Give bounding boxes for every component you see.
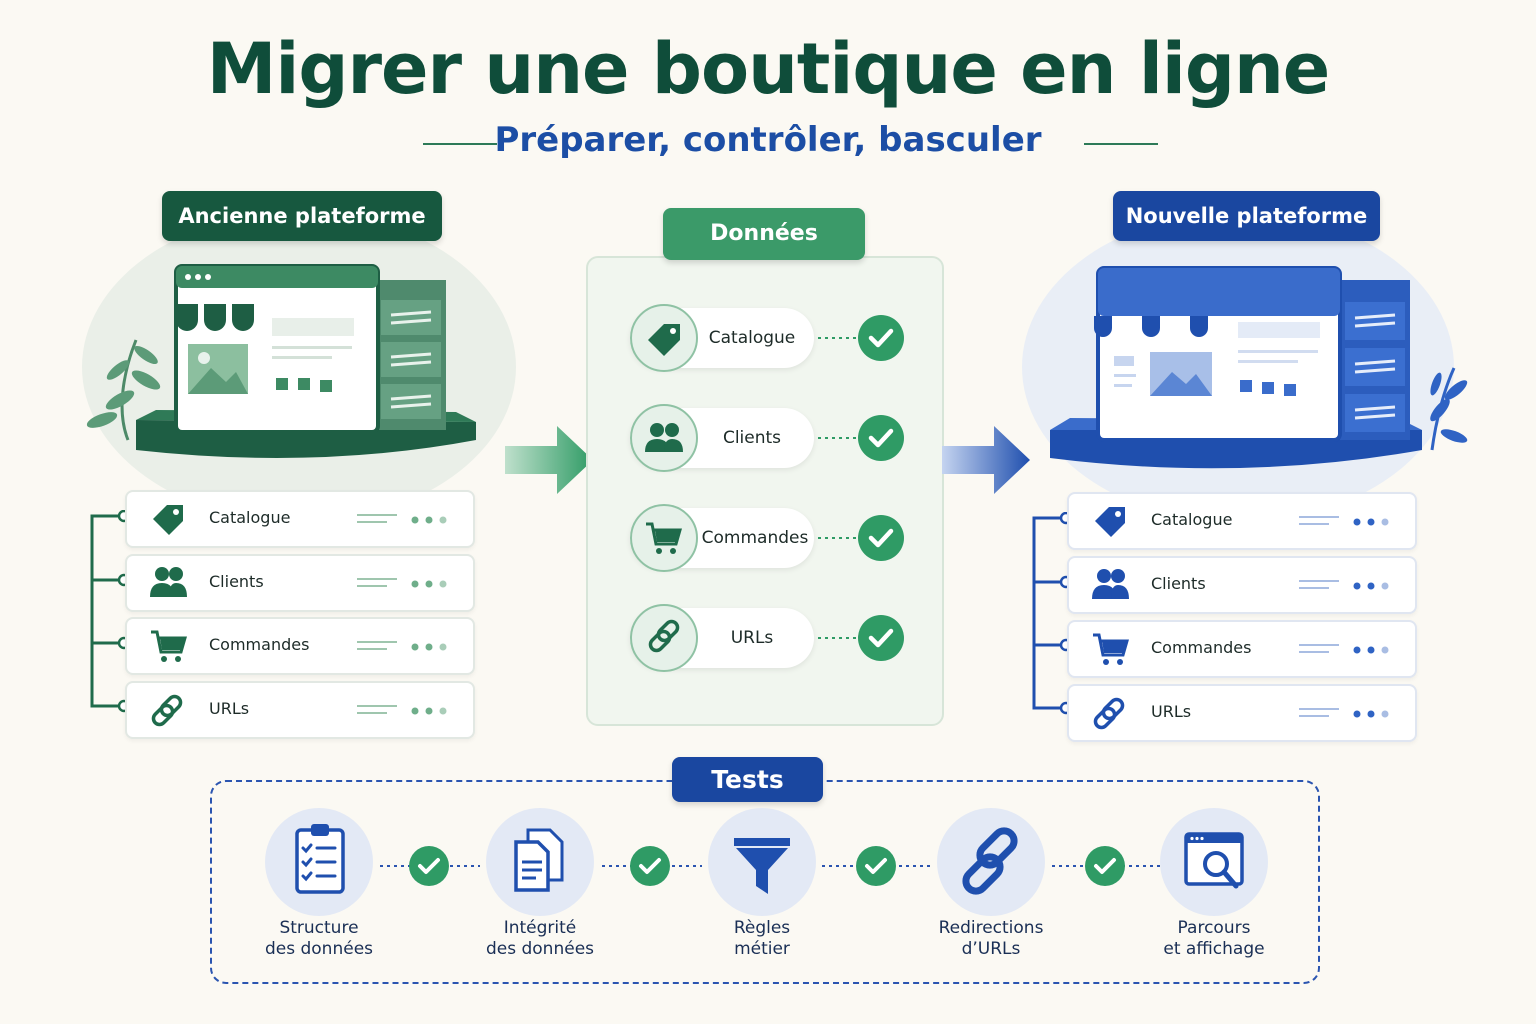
- cart-icon: [646, 522, 682, 554]
- subtitle-rule-right: [1084, 143, 1158, 145]
- new-platform-badge: Nouvelle plateforme: [1113, 191, 1380, 241]
- users-icon: [645, 423, 683, 452]
- more-dots-icon: [1353, 646, 1389, 654]
- users-icon: [1092, 569, 1129, 599]
- old-list-item-clients: Clients: [125, 554, 475, 612]
- tag-icon: [1095, 507, 1125, 537]
- new-list-item-clients: Clients: [1067, 556, 1417, 614]
- data-item-urls: URLs: [630, 604, 814, 672]
- check-icon: [630, 846, 670, 886]
- data-item-label: Catalogue: [708, 328, 796, 348]
- clipboard-checklist-icon: [295, 824, 345, 894]
- lines-icon: [357, 641, 397, 650]
- check-icon: [858, 615, 904, 661]
- users-icon: [150, 567, 187, 597]
- old-list-item-commandes: Commandes: [125, 617, 475, 675]
- more-dots-icon: [1353, 582, 1389, 590]
- subtitle-rule-left: [423, 143, 497, 145]
- cart-icon: [151, 630, 187, 662]
- link-icon: [1093, 697, 1125, 730]
- data-item-label: Commandes: [701, 528, 809, 548]
- data-item-label: Clients: [722, 428, 782, 448]
- list-item-label: URLs: [1151, 702, 1192, 721]
- old-store-illustration: [86, 264, 476, 458]
- test-step-redirections: [937, 808, 1045, 916]
- data-item-catalogue: Catalogue: [630, 304, 814, 372]
- old-list-item-catalogue: Catalogue: [125, 490, 475, 548]
- list-item-label: URLs: [209, 699, 250, 718]
- link-icon: [648, 619, 680, 653]
- check-icon: [856, 846, 896, 886]
- list-item-label: Catalogue: [1151, 510, 1233, 529]
- arrow-right-icon: [505, 426, 593, 494]
- list-item-label: Clients: [209, 572, 264, 591]
- lines-icon: [357, 578, 397, 587]
- page-subtitle: Préparer, contrôler, basculer: [494, 120, 1042, 160]
- new-list-item-commandes: Commandes: [1067, 620, 1417, 678]
- arrow-right-icon: [942, 426, 1030, 494]
- check-icon: [858, 315, 904, 361]
- more-dots-icon: [1353, 518, 1389, 526]
- check-icon: [409, 846, 449, 886]
- link-icon: [151, 694, 183, 727]
- leaf-icon: [86, 339, 161, 441]
- lines-icon: [1299, 644, 1339, 653]
- list-item-label: Commandes: [209, 635, 310, 654]
- lines-icon: [1299, 516, 1339, 525]
- data-item-label: URLs: [730, 628, 774, 648]
- documents-icon: [514, 828, 564, 892]
- data-item-clients: Clients: [630, 404, 814, 472]
- data-item-commandes: Commandes: [630, 504, 814, 572]
- check-icon: [858, 515, 904, 561]
- tag-icon: [648, 324, 680, 356]
- lines-icon: [357, 705, 397, 714]
- new-list-item-urls: URLs: [1067, 684, 1417, 742]
- leaf-icon: [1430, 367, 1468, 451]
- more-dots-icon: [1353, 710, 1389, 718]
- link-icon: [962, 827, 1018, 895]
- lines-icon: [1299, 708, 1339, 717]
- browser-search-icon: [1184, 832, 1244, 889]
- more-dots-icon: [411, 516, 447, 524]
- more-dots-icon: [411, 643, 447, 651]
- list-item-label: Clients: [1151, 574, 1206, 593]
- data-badge: Données: [663, 208, 865, 260]
- more-dots-icon: [411, 707, 447, 715]
- funnel-icon: [734, 838, 790, 894]
- test-step-parcours: [1160, 808, 1268, 916]
- test-step-regles: [708, 808, 816, 916]
- check-icon: [1085, 846, 1125, 886]
- list-item-label: Commandes: [1151, 638, 1252, 657]
- test-step-structure: [265, 808, 373, 916]
- lines-icon: [1299, 580, 1339, 589]
- check-icon: [858, 415, 904, 461]
- tests-badge: Tests: [672, 757, 823, 802]
- test-step-integrite: [486, 808, 594, 916]
- tag-icon: [153, 505, 183, 535]
- new-list-item-catalogue: Catalogue: [1067, 492, 1417, 550]
- lines-icon: [357, 514, 397, 523]
- old-platform-badge: Ancienne plateforme: [162, 191, 442, 241]
- old-list-item-urls: URLs: [125, 681, 475, 739]
- list-item-label: Catalogue: [209, 508, 291, 527]
- cart-icon: [1093, 633, 1129, 665]
- page-title: Migrer une boutique en ligne: [206, 28, 1331, 110]
- more-dots-icon: [411, 580, 447, 588]
- new-store-illustration: [1050, 266, 1468, 469]
